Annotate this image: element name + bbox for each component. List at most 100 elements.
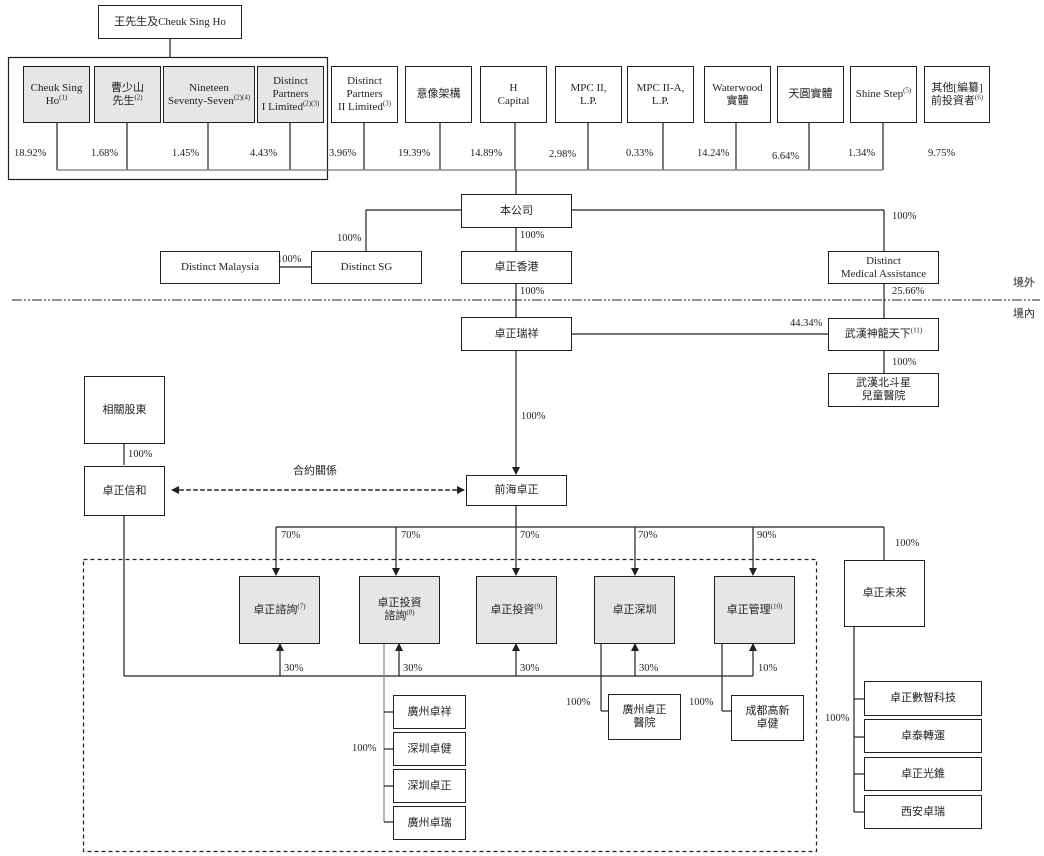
shareholder-name: Distinct Partners I Limited	[261, 75, 309, 113]
entity-label: 卓正光錐	[901, 767, 945, 780]
entity-label: Distinct Malaysia	[181, 261, 259, 273]
entity-label: 武漢神龍天下	[844, 328, 911, 340]
pct-label: 100%	[520, 230, 545, 241]
pct-label: 90%	[757, 530, 777, 541]
entity-label: 卓正諮詢	[253, 603, 298, 616]
shareholder-group-outline	[7, 56, 329, 181]
controlling-shareholders-label: 王先生及Cheuk Sing Ho	[114, 15, 226, 28]
pct-label: 70%	[281, 530, 301, 541]
zhuozheng-future-box: 卓正未來	[844, 560, 925, 627]
entity-label: 深圳卓健	[407, 742, 452, 755]
pct-label: 100%	[892, 211, 917, 222]
entity-label: Distinct SG	[340, 261, 393, 273]
offshore-label: 境外	[1013, 277, 1035, 289]
pct-label: 100%	[521, 411, 546, 422]
pct-label: 30%	[639, 663, 659, 674]
pct-label: 25.66%	[892, 286, 925, 297]
pct-label: 9.75%	[928, 148, 956, 159]
footnote-ref: (9)	[534, 601, 543, 610]
entity-label: 卓正管理	[726, 603, 771, 616]
pct-label: 19.39%	[398, 148, 431, 159]
pct-label: 30%	[520, 663, 540, 674]
distinct-malaysia-box: Distinct Malaysia	[160, 251, 280, 284]
shareholder-box-yixiang: 意像架構	[405, 66, 472, 123]
pct-label: 18.92%	[14, 148, 47, 159]
contract-relationship-label: 合約關係	[293, 465, 337, 477]
shareholder-name: Distinct Partners II Limited	[337, 75, 383, 113]
entity-label: 卓泰轉運	[901, 729, 945, 742]
footnote-ref: (10)	[770, 601, 783, 610]
sub-box-transport: 卓泰轉運	[864, 719, 982, 753]
pct-label: 0.33%	[626, 148, 654, 159]
pct-label: 1.45%	[172, 148, 200, 159]
shareholder-box-waterwood: Waterwood 實體	[704, 66, 771, 123]
sub-box-chengdu-gaoxin: 成都高新 卓健	[731, 695, 804, 741]
entity-label: 西安卓瑞	[901, 805, 945, 818]
pct-label: 100%	[689, 697, 714, 708]
company-box: 本公司	[461, 194, 572, 228]
entity-label: 相關股東	[102, 403, 147, 416]
entity-label: 卓正數智科技	[890, 692, 956, 704]
footnote-ref: (7)	[297, 601, 306, 610]
entity-label: 卓正投資 諮詢	[377, 597, 422, 622]
pct-label: 30%	[284, 663, 304, 674]
zhuozheng-xinhe-box: 卓正信和	[84, 466, 165, 516]
footnote-ref: (11)	[910, 326, 923, 335]
sub-box-digital-tech: 卓正數智科技	[864, 681, 982, 716]
entity-label: 廣州卓祥	[407, 705, 452, 718]
pct-label: 6.64%	[772, 151, 800, 162]
pct-label: 100%	[825, 713, 850, 724]
subsidiary-box-investment: 卓正投資(9)	[476, 576, 557, 644]
sub-box-shenzhen-zhuojian: 深圳卓健	[393, 732, 466, 766]
distinct-sg-box: Distinct SG	[311, 251, 422, 284]
shareholder-name: H Capital	[497, 81, 530, 107]
pct-label: 100%	[352, 743, 377, 754]
pct-label: 100%	[337, 233, 362, 244]
company-label: 本公司	[500, 204, 533, 217]
entity-label: 成都高新 卓健	[745, 705, 790, 730]
pct-label: 100%	[277, 254, 302, 265]
pct-label: 2.98%	[549, 149, 577, 160]
subsidiary-box-shenzhen: 卓正深圳	[594, 576, 675, 644]
shareholder-box-h-capital: H Capital	[480, 66, 547, 123]
pct-label: 100%	[566, 697, 591, 708]
pct-label: 100%	[892, 357, 917, 368]
pct-label: 100%	[520, 286, 545, 297]
controlling-shareholders-box: 王先生及Cheuk Sing Ho	[98, 5, 242, 39]
wuhan-beidouxing-box: 武漢北斗星 兒童醫院	[828, 373, 939, 407]
sub-box-guangzhou-zhuorui: 廣州卓瑞	[393, 806, 466, 840]
pct-label: 1.68%	[91, 148, 119, 159]
shareholder-name: Cheuk Sing Ho	[30, 81, 83, 107]
sub-box-guangzhou-hospital: 廣州卓正 醫院	[608, 694, 681, 740]
pct-label: 30%	[403, 663, 423, 674]
related-shareholder-box: 相關股東	[84, 376, 165, 444]
shareholder-box-mpc-ii-a: MPC II-A, L.P.	[627, 66, 694, 123]
subsidiary-box-consulting: 卓正諮詢(7)	[239, 576, 320, 644]
footnote-ref: (2)	[134, 92, 143, 101]
subsidiary-box-management: 卓正管理(10)	[714, 576, 795, 644]
entity-label: 前海卓正	[494, 484, 539, 496]
shareholder-name: MPC II-A, L.P.	[636, 81, 685, 107]
shareholder-name: Nineteen Seventy-Seven	[167, 81, 234, 107]
entity-label: 卓正深圳	[612, 603, 657, 616]
shareholder-box-other-investors: 其他[編纂] 前投資者(6)	[924, 66, 990, 123]
wuhan-shenlong-box: 武漢神龍天下(11)	[828, 318, 939, 351]
entity-label: 廣州卓正 醫院	[622, 704, 667, 729]
shareholder-name: 天圓實體	[788, 88, 833, 100]
footnote-ref: (6)	[974, 92, 984, 101]
pct-label: 100%	[895, 538, 920, 549]
footnote-ref: (2)(4)	[233, 92, 251, 101]
shareholder-name: 曹少山 先生	[111, 81, 144, 107]
domestic-group-outline	[82, 558, 818, 853]
entity-label: Distinct Medical Assistance	[840, 254, 927, 280]
entity-label: 深圳卓正	[407, 779, 452, 792]
pct-label: 100%	[128, 449, 153, 460]
shareholder-box-shine-step: Shine Step(5)	[850, 66, 917, 123]
entity-label: 卓正投資	[490, 603, 535, 616]
pct-label: 1.34%	[848, 148, 876, 159]
pct-label: 14.89%	[470, 148, 503, 159]
shareholder-box-distinct-partners-ii: Distinct Partners II Limited(3)	[331, 66, 398, 123]
footnote-ref: (3)	[382, 99, 392, 108]
pct-label: 10%	[758, 663, 778, 674]
